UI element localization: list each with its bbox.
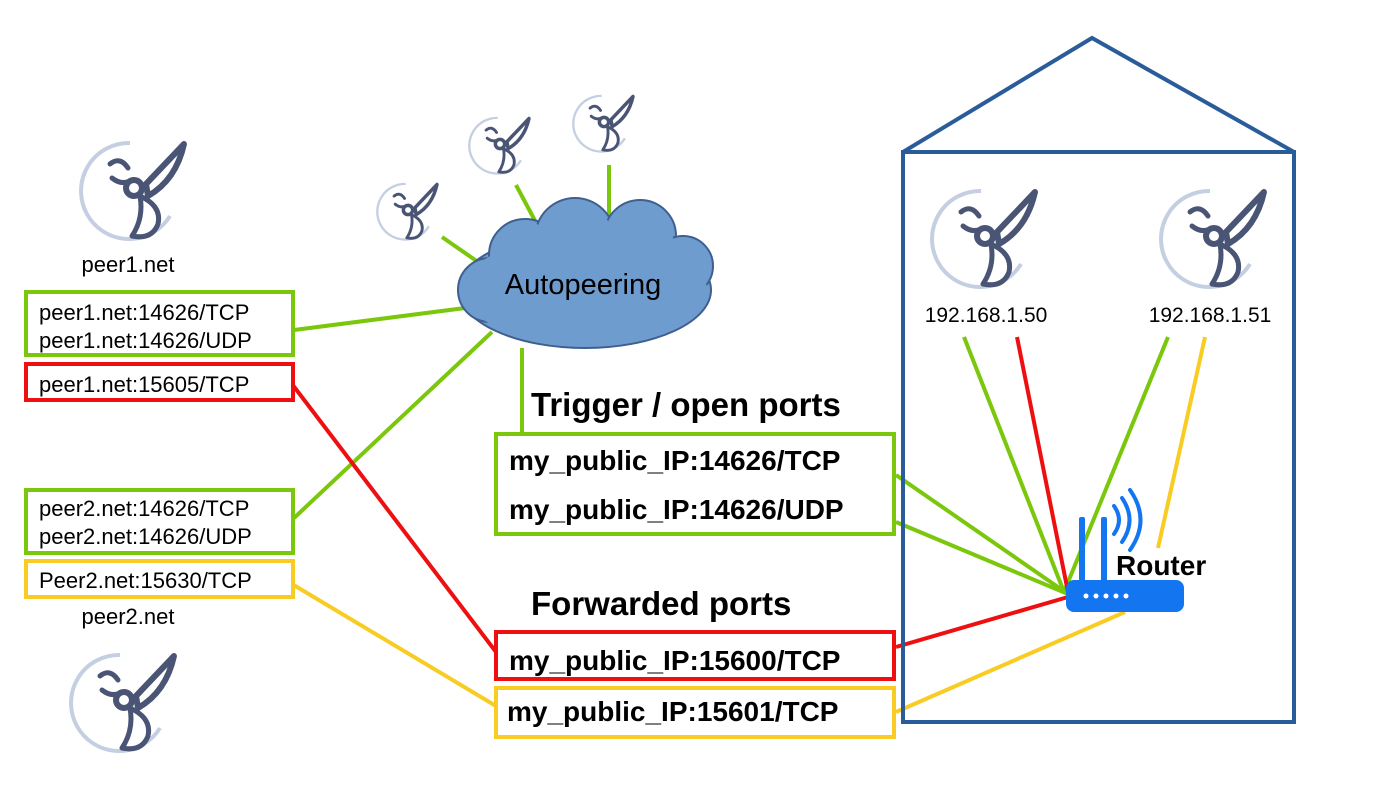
node-ip-1: 192.168.1.50 <box>925 304 1048 327</box>
hornet-icon <box>571 94 635 154</box>
router-icon <box>1066 488 1184 612</box>
hornet-icon <box>932 191 1035 287</box>
trigger-ports-box <box>494 432 896 536</box>
peer2-gossip-tcp: peer2.net:14626/TCP <box>39 496 249 521</box>
trigger-port-tcp: my_public_IP:14626/TCP <box>509 445 840 476</box>
forwarded-port-box-15600 <box>494 630 896 681</box>
forwarded-port-15600: my_public_IP:15600/TCP <box>509 645 840 676</box>
forwarded-heading: Forwarded ports <box>531 585 791 622</box>
cloud-icon <box>457 197 714 349</box>
peer2-forwarded-port: Peer2.net:15630/TCP <box>39 568 252 593</box>
peer1-gossip-udp: peer1.net:14626/UDP <box>39 328 252 353</box>
peer2-name: peer2.net <box>82 604 175 629</box>
peer1-gossip-tcp: peer1.net:14626/TCP <box>39 300 249 325</box>
hornet-icon <box>71 655 174 751</box>
trigger-heading: Trigger / open ports <box>531 386 841 423</box>
peer1-forwarded-box <box>24 362 295 402</box>
house-outline <box>901 35 1296 724</box>
peer1-gossip-box <box>24 290 295 357</box>
peer2-gossip-box <box>24 488 295 555</box>
peer2-forwarded-box <box>24 559 295 599</box>
peer1-name: peer1.net <box>82 252 175 277</box>
trigger-port-udp: my_public_IP:14626/UDP <box>509 494 844 525</box>
hornet-icon <box>467 116 531 176</box>
hornet-icon <box>1161 191 1264 287</box>
cloud-label: Autopeering <box>505 269 661 301</box>
forwarded-port-15601: my_public_IP:15601/TCP <box>507 696 838 727</box>
node-ip-2: 192.168.1.51 <box>1149 304 1272 327</box>
peer2-gossip-udp: peer2.net:14626/UDP <box>39 524 252 549</box>
hornet-icon <box>81 143 184 239</box>
peer1-forwarded-port: peer1.net:15605/TCP <box>39 372 249 397</box>
router-label: Router <box>1116 550 1206 581</box>
hornet-icon <box>375 182 439 242</box>
forwarded-port-box-15601 <box>494 686 896 739</box>
